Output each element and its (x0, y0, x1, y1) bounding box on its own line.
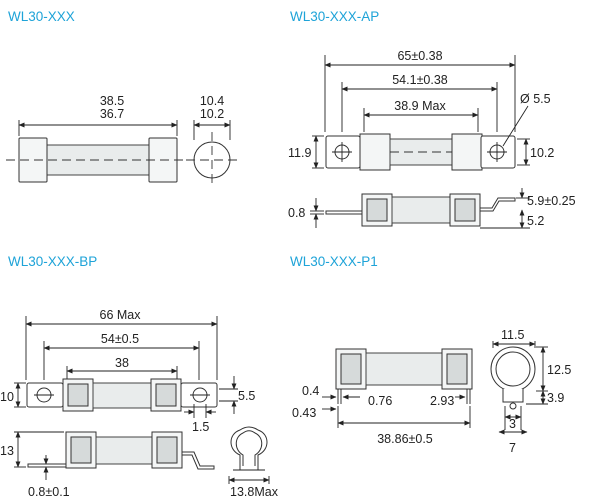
dim-diameter-b: 10.2 (200, 107, 224, 121)
dim-clip-width: 13.8Max (230, 485, 279, 499)
dim-foot: 3 (509, 417, 516, 431)
dim-height-2: 5.2 (527, 214, 544, 228)
lead-right (181, 451, 215, 470)
dim-diameter-a: 10.4 (200, 94, 224, 108)
panel-title: WL30-XXX-P1 (290, 254, 378, 269)
leader-hole-dia (502, 105, 529, 147)
lead-right (479, 197, 516, 212)
panel-wl30-xxx: WL30-XXX 38.5 36.7 10.4 10.2 (6, 9, 238, 188)
dim-thickness: 0.8±0.1 (28, 485, 70, 499)
dim-overall: 65±0.38 (397, 49, 442, 63)
dim-overall: 66 Max (100, 308, 142, 322)
dim-foot-2: 7 (509, 441, 516, 455)
dim-thickness: 0.8 (288, 206, 305, 220)
dim-height-2: 3.9 (547, 391, 564, 405)
side-body (95, 436, 153, 465)
panel-wl30-xxx-p1: WL30-XXX-P1 0.4 0.43 0.76 2.93 38.86±0.5 (290, 254, 571, 455)
dim-length-a: 38.5 (100, 94, 124, 108)
dim-height-1: 5.9±0.25 (527, 194, 576, 208)
cap-left (359, 133, 391, 171)
dim-tab-width: 10 (0, 390, 14, 404)
dim-pin-c: 0.76 (368, 394, 392, 408)
dim-pin-d: 2.93 (430, 394, 454, 408)
panel-title: WL30-XXX-AP (290, 9, 379, 24)
panel-wl30-xxx-ap: WL30-XXX-AP 65±0.38 54.1±0.38 38.9 Max Ø… (288, 9, 576, 229)
fuse-body (365, 352, 443, 386)
dim-width: 11.5 (501, 328, 524, 342)
dim-tip: 1.5 (192, 420, 209, 434)
fuse-body (92, 382, 152, 409)
dim-length-b: 36.7 (100, 107, 124, 121)
dim-height: 13 (0, 444, 14, 458)
dim-hole-span: 54±0.5 (101, 332, 139, 346)
dim-height: 12.5 (547, 363, 571, 377)
panel-title: WL30-XXX-BP (8, 254, 97, 269)
panel-wl30-xxx-bp: WL30-XXX-BP 66 Max 54±0.5 38 10 (0, 254, 279, 499)
lead-left (27, 463, 67, 468)
end-cap-left (18, 137, 48, 183)
dim-length: 38.86±0.5 (377, 432, 433, 446)
cap-right (451, 133, 483, 171)
dim-tab-height: 11.9 (288, 146, 311, 160)
dim-body-max: 38.9 Max (394, 99, 446, 113)
clip-foot (502, 389, 524, 403)
dim-hole-dia: Ø 5.5 (520, 92, 551, 106)
dim-hole: 5.5 (238, 389, 255, 403)
dim-body-height: 10.2 (530, 146, 554, 160)
dim-body: 38 (115, 356, 129, 370)
dim-hole-span: 54.1±0.38 (392, 73, 448, 87)
side-body (391, 196, 451, 224)
dim-pin-b: 0.43 (292, 406, 316, 420)
panel-title: WL30-XXX (8, 9, 75, 24)
dim-pin-a: 0.4 (302, 384, 319, 398)
